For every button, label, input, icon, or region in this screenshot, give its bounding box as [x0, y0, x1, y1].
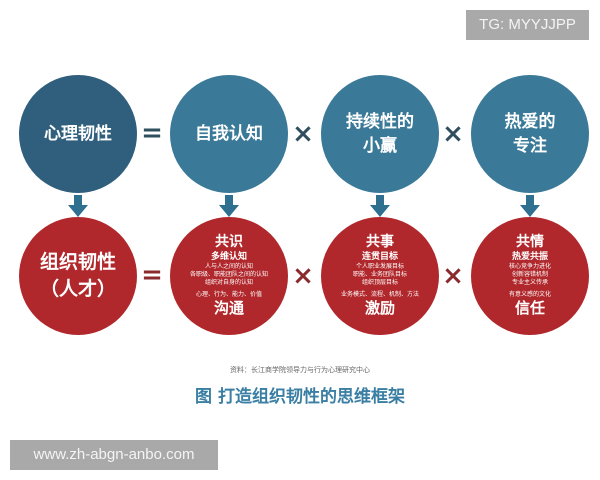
- circle-detail: 各职级、职能团队之间的认知: [189, 271, 268, 278]
- circle-label: 自我认知: [195, 124, 263, 144]
- multiply-operator: ×: [292, 261, 314, 291]
- circle-footer: 信任: [514, 299, 545, 317]
- circle-self-awareness: 自我认知: [170, 75, 288, 193]
- circle-empathy: 共情 热爱共振 核心竞争力进化 创新容错机制 专业主义传承 有意义感的文化 信任: [471, 217, 589, 335]
- circle-heading: 共事: [366, 234, 394, 250]
- circle-label-line2: （人才）: [39, 278, 116, 300]
- circle-psychological-resilience: 心理韧性: [19, 75, 137, 193]
- circle-heading: 共情: [516, 234, 544, 250]
- circle-dimensions: 心理、行为、能力、价值: [195, 291, 262, 298]
- circle-detail: 组织顶层目标: [361, 279, 398, 286]
- circle-passionate-focus: 热爱的 专注: [471, 75, 589, 193]
- down-arrow-icon: [370, 195, 390, 217]
- equals-operator: =: [141, 118, 163, 148]
- circle-footer: 激励: [364, 299, 395, 317]
- multiply-operator: ×: [292, 119, 314, 149]
- circle-detail: 组织对自身的认知: [204, 279, 253, 286]
- circle-organizational-resilience: 组织韧性 （人才）: [19, 217, 137, 335]
- circle-label-line1: 组织韧性: [39, 251, 116, 273]
- down-arrow-icon: [68, 195, 88, 217]
- circle-footer: 沟通: [213, 299, 244, 317]
- equals-operator: =: [141, 260, 163, 290]
- circle-small-wins: 持续性的 小赢: [321, 75, 439, 193]
- circle-dimensions: 业务模式、流程、机制、方法: [340, 291, 419, 298]
- circle-label-line2: 小赢: [363, 136, 397, 156]
- down-arrow-icon: [520, 195, 540, 217]
- circle-subheading: 热爱共振: [511, 252, 548, 262]
- figure-caption: 图 打造组织韧性的思维框架: [195, 387, 405, 407]
- multiply-operator: ×: [442, 261, 464, 291]
- circle-detail: 个人职业发展目标: [355, 263, 404, 270]
- circle-consensus: 共识 多维认知 人与人之间的认知 各职级、职能团队之间的认知 组织对自身的认知 …: [170, 217, 288, 335]
- circle-heading: 共识: [215, 234, 243, 250]
- down-arrow-icon: [219, 195, 239, 217]
- circle-detail: 专业主义传承: [511, 279, 548, 286]
- circle-label: 心理韧性: [44, 124, 112, 144]
- source-note: 资料：长江商学院领导力与行为心理研究中心: [230, 366, 370, 374]
- circle-subheading: 多维认知: [210, 252, 247, 262]
- circle-label-line2: 专注: [513, 136, 547, 156]
- circle-detail: 职能、业务团队目标: [352, 271, 407, 278]
- circle-detail: 核心竞争力进化: [508, 263, 551, 270]
- circle-dimensions: 有意义感的文化: [508, 291, 551, 298]
- circle-shared-work: 共事 连贯目标 个人职业发展目标 职能、业务团队目标 组织顶层目标 业务模式、流…: [321, 217, 439, 335]
- circle-detail: 创新容错机制: [511, 271, 548, 278]
- watermark-bottom: www.zh-abgn-anbo.com: [10, 440, 218, 470]
- circle-subheading: 连贯目标: [361, 252, 398, 262]
- circle-label-line1: 持续性的: [346, 112, 414, 132]
- circle-detail: 人与人之间的认知: [204, 263, 253, 270]
- multiply-operator: ×: [442, 119, 464, 149]
- watermark-top: TG: MYYJJPP: [466, 10, 589, 40]
- circle-label-line1: 热爱的: [504, 112, 556, 132]
